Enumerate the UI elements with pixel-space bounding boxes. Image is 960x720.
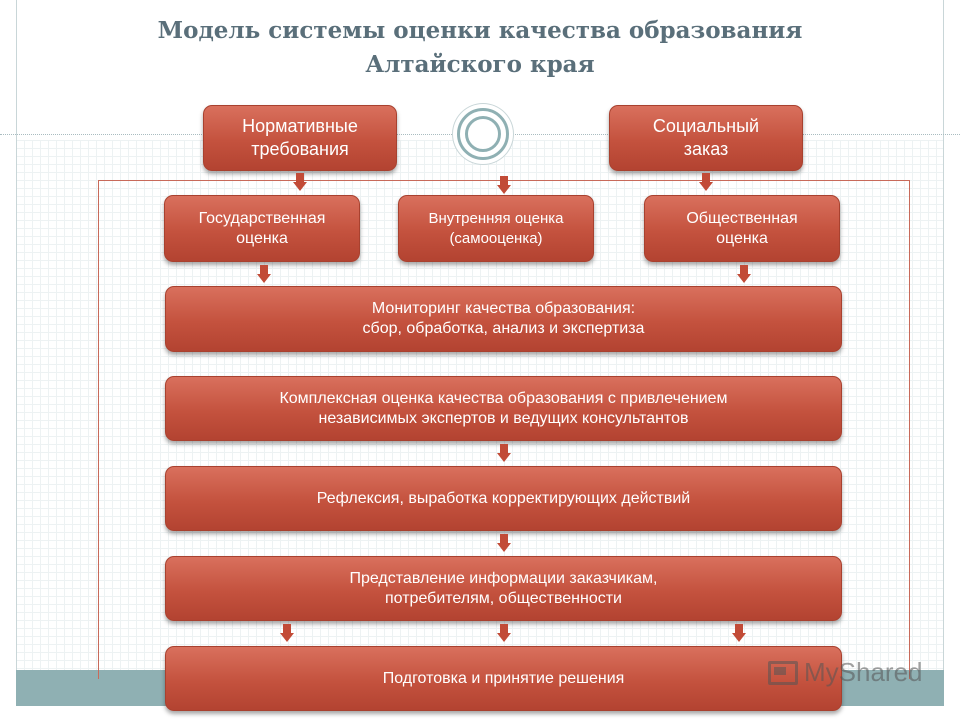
arrow-down-icon [737, 265, 751, 283]
watermark: MyShared [766, 652, 923, 692]
arrow-down-icon [497, 444, 511, 462]
social-order-box: Социальный заказ [609, 105, 803, 171]
arrow-down-icon [497, 534, 511, 552]
frame-right [943, 0, 944, 706]
title-line-2: Алтайского края [365, 51, 595, 78]
public-assessment-box: Общественная оценка [644, 195, 840, 262]
arrow-down-icon [699, 173, 713, 191]
arrow-down-icon [732, 624, 746, 642]
watermark-text: MyShared [804, 656, 923, 687]
internal-assessment-box: Внутренняя оценка (самооценка) [398, 195, 594, 262]
arrow-down-icon [497, 624, 511, 642]
reflection-box: Рефлексия, выработка корректирующих дейс… [165, 466, 842, 531]
decision-box: Подготовка и принятие решения [165, 646, 842, 711]
title-line-1: Модель системы оценки качества образован… [157, 17, 803, 44]
arrow-down-icon [497, 176, 511, 194]
page-title: Модель системы оценки качества образован… [0, 14, 960, 82]
ring-ornament-icon [457, 108, 509, 160]
complex-assessment-box: Комплексная оценка качества образования … [165, 376, 842, 441]
arrow-down-icon [257, 265, 271, 283]
arrow-down-icon [293, 173, 307, 191]
frame-left [16, 0, 17, 706]
arrow-down-icon [280, 624, 294, 642]
monitoring-box: Мониторинг качества образования: сбор, о… [165, 286, 842, 352]
presentation-box: Представление информации заказчикам, пот… [165, 556, 842, 621]
normative-requirements-box: Нормативные требования [203, 105, 397, 171]
state-assessment-box: Государственная оценка [164, 195, 360, 262]
monitor-icon [766, 657, 798, 687]
